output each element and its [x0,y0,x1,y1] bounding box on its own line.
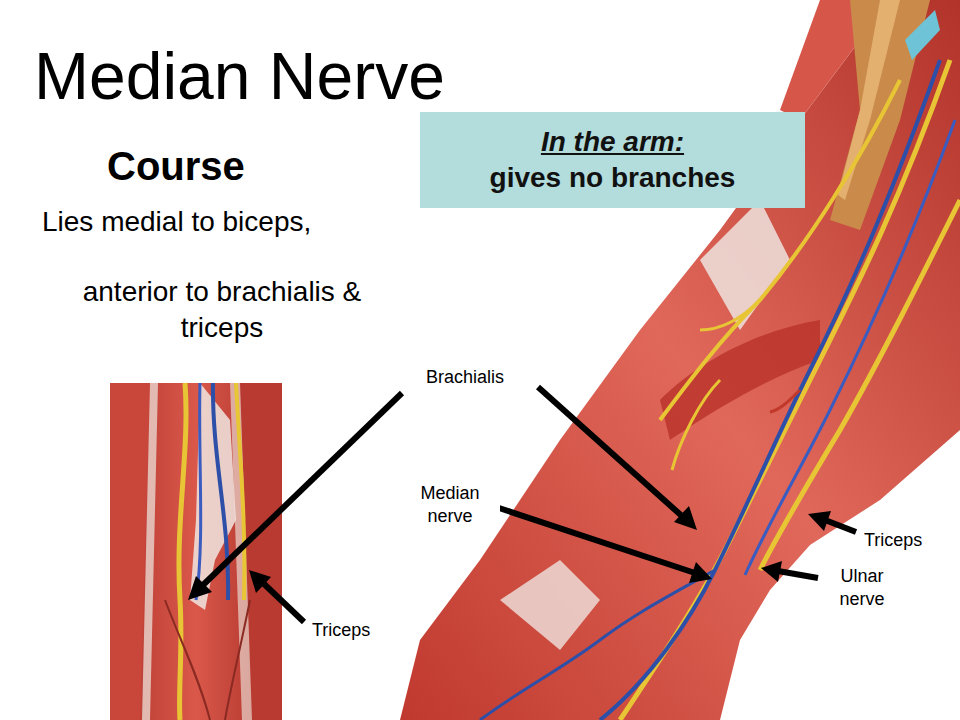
part-label: Brachialis [400,366,530,389]
forearm-view [110,383,282,720]
part-label: Ulnar nerve [822,565,902,611]
arm-view [400,0,960,720]
note-text: anterior to brachialis & triceps [40,274,404,346]
leader-arrows [188,387,856,622]
note-text: Lies medial to biceps, [40,204,313,240]
part-label: Triceps [310,619,394,642]
section-heading: Course [105,140,247,192]
part-label: Median nerve [400,482,500,528]
part-label: Triceps [862,529,946,552]
slide-title: Median Nerve [34,38,445,114]
box-heading: In the arm: [541,124,684,160]
info-box: In the arm:gives no branches [420,112,805,208]
box-text: gives no branches [490,160,736,196]
